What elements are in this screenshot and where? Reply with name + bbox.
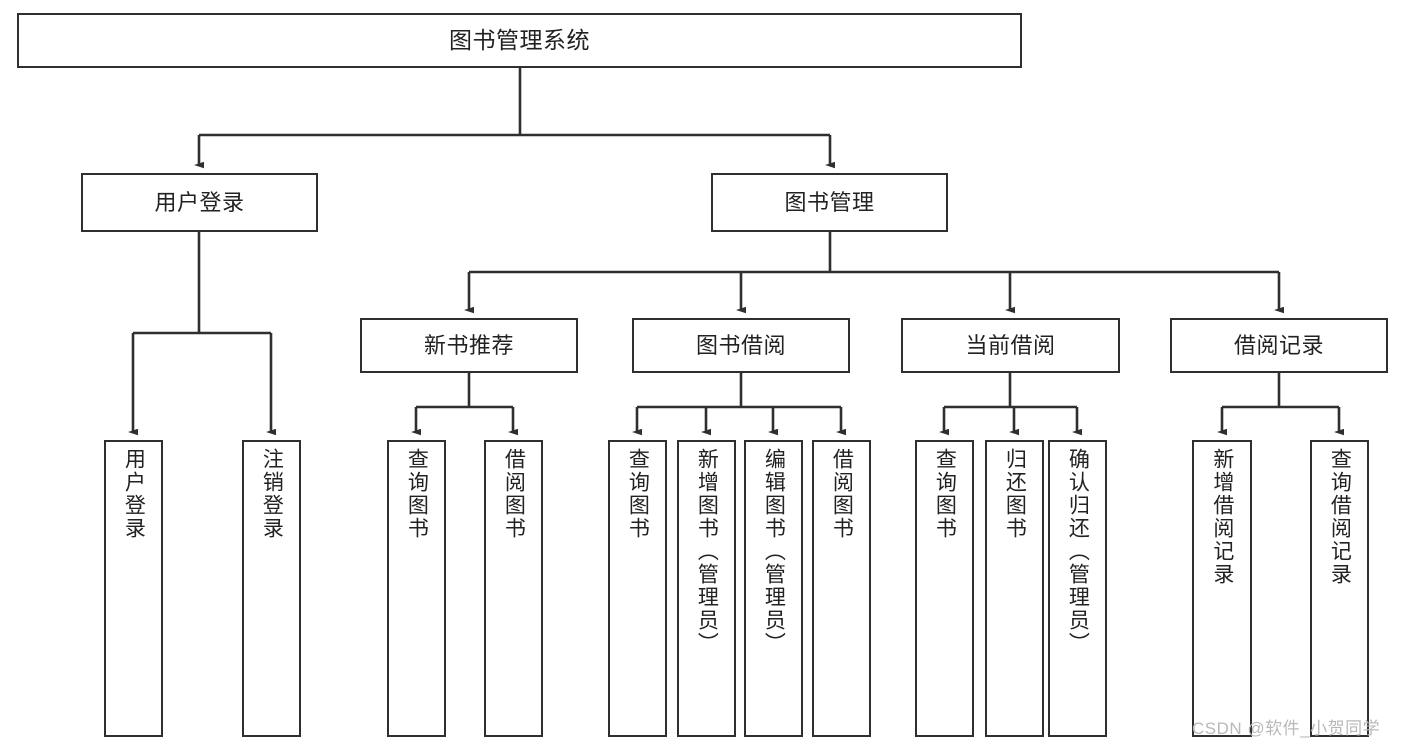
node-leaf-query-book-current[interactable]: 查询图书 xyxy=(915,440,974,737)
node-leaf-add-book[interactable]: 新增图书（管理员） xyxy=(677,440,736,737)
node-label: 用户登录 xyxy=(154,189,245,215)
node-label: 新增图书（管理员） xyxy=(695,448,719,655)
node-label: 查询图书 xyxy=(405,448,429,540)
node-leaf-query-book-recommend[interactable]: 查询图书 xyxy=(387,440,446,737)
node-leaf-borrow-book[interactable]: 借阅图书 xyxy=(812,440,871,737)
node-label: 图书管理 xyxy=(784,189,875,215)
node-borrow-record[interactable]: 借阅记录 xyxy=(1170,318,1388,373)
node-book-borrow[interactable]: 图书借阅 xyxy=(632,318,850,373)
node-label: 图书管理系统 xyxy=(449,26,590,53)
node-root-system[interactable]: 图书管理系统 xyxy=(17,13,1022,68)
node-label: 查询图书 xyxy=(626,448,650,540)
node-user-login[interactable]: 用户登录 xyxy=(81,173,318,232)
node-label: 归还图书 xyxy=(1003,448,1027,540)
node-label: 用户登录 xyxy=(122,448,146,540)
node-label: 注销登录 xyxy=(260,448,284,540)
node-label: 新书推荐 xyxy=(423,332,514,358)
node-label: 借阅图书 xyxy=(830,448,854,540)
node-label: 当前借阅 xyxy=(965,332,1056,358)
node-label: 图书借阅 xyxy=(695,332,786,358)
node-label: 确认归还（管理员） xyxy=(1066,448,1090,655)
node-label: 借阅图书 xyxy=(502,448,526,540)
node-current-borrow[interactable]: 当前借阅 xyxy=(901,318,1120,373)
node-leaf-query-book-borrow[interactable]: 查询图书 xyxy=(608,440,667,737)
node-leaf-borrow-book-recommend[interactable]: 借阅图书 xyxy=(484,440,543,737)
node-leaf-edit-book[interactable]: 编辑图书（管理员） xyxy=(744,440,803,737)
node-label: 查询借阅记录 xyxy=(1328,448,1352,586)
node-book-management[interactable]: 图书管理 xyxy=(711,173,948,232)
node-leaf-query-borrow-record[interactable]: 查询借阅记录 xyxy=(1310,440,1369,737)
node-leaf-user-login[interactable]: 用户登录 xyxy=(104,440,163,737)
node-label: 查询图书 xyxy=(933,448,957,540)
node-leaf-add-borrow-record[interactable]: 新增借阅记录 xyxy=(1192,440,1252,737)
node-label: 借阅记录 xyxy=(1233,332,1324,358)
node-label: 编辑图书（管理员） xyxy=(762,448,786,655)
node-leaf-return-book[interactable]: 归还图书 xyxy=(985,440,1044,737)
node-new-book-recommend[interactable]: 新书推荐 xyxy=(360,318,578,373)
node-leaf-confirm-return[interactable]: 确认归还（管理员） xyxy=(1048,440,1107,737)
node-leaf-logout[interactable]: 注销登录 xyxy=(242,440,301,737)
node-label: 新增借阅记录 xyxy=(1210,448,1234,586)
watermark: CSDN @软件_小贺同学 xyxy=(1192,719,1381,738)
